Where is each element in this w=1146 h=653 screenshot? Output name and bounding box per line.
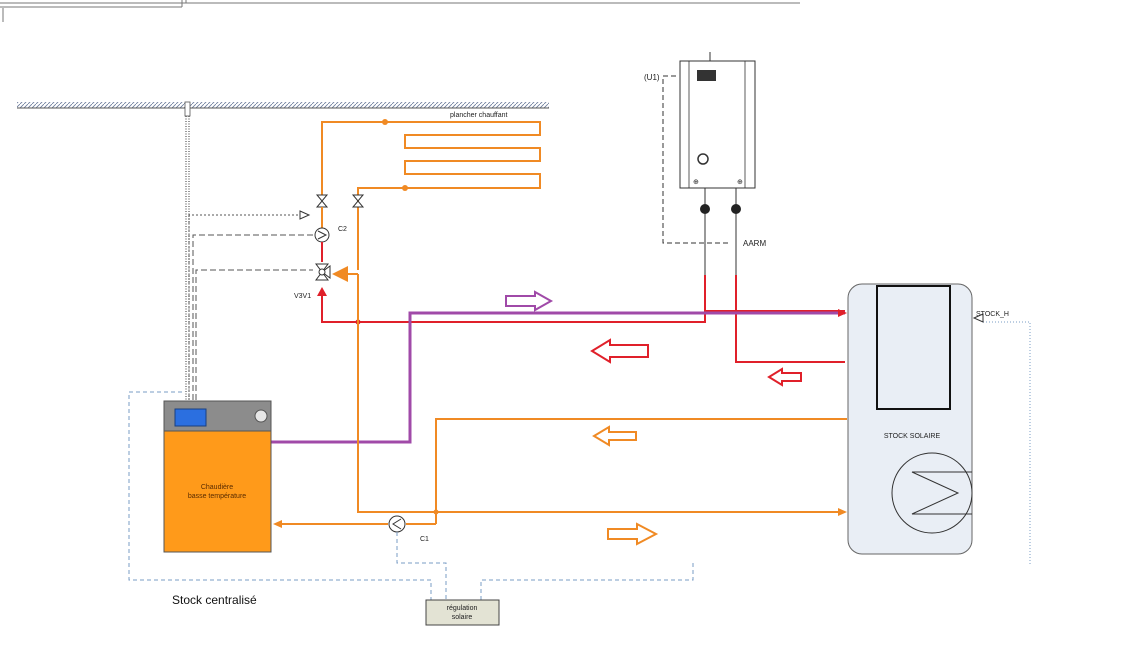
regulation-label-line1: régulation <box>447 605 478 612</box>
orange-solar-loop <box>278 274 847 525</box>
boiler-label-line2: basse température <box>188 493 246 500</box>
aarm-label: AARM <box>743 239 766 248</box>
valve-icon <box>315 194 365 208</box>
purple-arrowhead <box>838 309 847 317</box>
boiler <box>163 400 272 553</box>
pump-c1-label: C1 <box>420 536 429 543</box>
tank-inner-exchanger <box>876 285 951 410</box>
svg-text:⊕: ⊕ <box>737 179 743 186</box>
wall-unit-u1: ⊕ ⊕ <box>679 52 756 275</box>
purple-pipe <box>271 311 845 444</box>
underfloor-heating-coil <box>321 119 541 270</box>
ceiling-line <box>17 101 549 117</box>
solar-storage-tank <box>847 283 984 555</box>
flow-arrow-orange-right <box>607 522 659 546</box>
red-arrowhead <box>317 287 327 296</box>
unit-display-icon <box>697 70 716 81</box>
flow-arrow-orange <box>592 425 637 447</box>
three-way-valve-icon <box>315 242 331 281</box>
tank-coil-icon <box>891 452 973 534</box>
unit-gauge-icon <box>697 153 709 165</box>
stock-centralise-label: Stock centralisé <box>172 593 257 607</box>
unit-u1-label: (U1) <box>644 73 660 82</box>
stock-h-label: STOCK_H <box>976 311 1009 318</box>
red-hot-pipe <box>321 275 845 363</box>
valve-v3v1-label: V3V1 <box>294 293 311 300</box>
page-border-top <box>0 0 800 22</box>
stock-solaire-label: STOCK SOLAIRE <box>884 433 941 440</box>
boiler-knob-icon <box>254 409 268 423</box>
pump-c1-icon <box>388 515 406 533</box>
regulation-label-line2: solaire <box>452 614 473 621</box>
boiler-display <box>174 408 207 427</box>
underfloor-label: plancher chauffant <box>450 112 508 119</box>
unit-dashed-line <box>662 75 730 244</box>
flow-arrow-purple <box>505 290 554 312</box>
pipe-junction <box>433 509 439 515</box>
pump-c2-label: C2 <box>338 226 347 233</box>
boiler-label-line1: Chaudière <box>201 484 233 491</box>
orange-arrowhead-boiler <box>273 520 282 528</box>
regulation-solaire-box <box>425 599 500 626</box>
flow-arrow-red <box>590 338 649 364</box>
control-lines-boiler <box>188 214 313 400</box>
pump-c2-icon <box>299 207 330 243</box>
solar-control-lines <box>128 321 1031 600</box>
svg-text:⊕: ⊕ <box>693 179 699 186</box>
flow-arrow-red-small <box>767 367 802 387</box>
orange-arrowhead-tank <box>838 508 847 516</box>
